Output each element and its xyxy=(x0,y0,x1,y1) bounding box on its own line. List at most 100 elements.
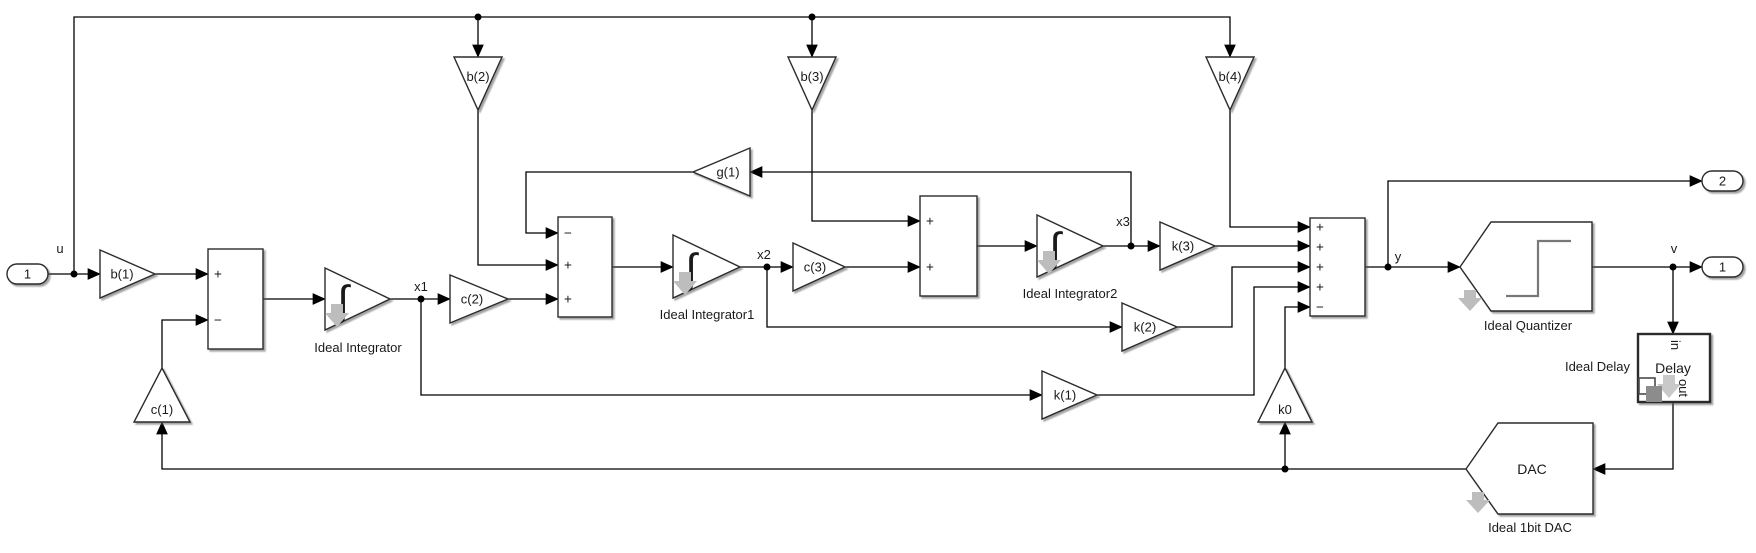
outport-2-number: 2 xyxy=(1719,174,1726,189)
ideal-integrator1[interactable]: ∫ Ideal Integrator1 xyxy=(660,233,755,322)
ideal-integrator2-label: Ideal Integrator2 xyxy=(1023,286,1118,301)
gain-c1[interactable]: c(1) xyxy=(132,366,192,423)
wire-delay-to-dac[interactable] xyxy=(1592,402,1674,475)
sum2-shape[interactable] xyxy=(557,216,613,318)
signal-label-x1: x1 xyxy=(414,279,428,294)
gain-b1[interactable]: b(1) xyxy=(99,248,157,300)
sum3-port2-plus: + xyxy=(926,260,934,275)
gain-b4-shape[interactable] xyxy=(1204,56,1256,112)
ideal-1bit-dac-shape[interactable] xyxy=(1465,422,1594,515)
gain-g1-shape[interactable] xyxy=(691,146,751,198)
gain-b4[interactable]: b(4) xyxy=(1204,56,1256,112)
gain-b2[interactable]: b(2) xyxy=(452,56,504,112)
outport-2-shape[interactable] xyxy=(1701,170,1744,192)
outport-2[interactable]: 2 xyxy=(1701,170,1744,192)
branch-feedback-k0 xyxy=(1281,465,1289,473)
gain-k1[interactable]: k(1) xyxy=(1041,369,1099,421)
final-sum-port5-minus: − xyxy=(1316,300,1324,315)
gain-k2[interactable]: k(2) xyxy=(1121,301,1179,353)
wire-c1-to-sum1[interactable] xyxy=(161,314,209,368)
wire-x1-to-k1[interactable] xyxy=(420,299,1043,401)
wire-dac-feedback-to-c1[interactable] xyxy=(156,421,1466,470)
wire-x3-to-g1[interactable] xyxy=(749,166,1132,246)
gain-c3[interactable]: c(3) xyxy=(792,241,847,293)
ideal-delay-label: Ideal Delay xyxy=(1565,359,1631,374)
gain-k3-shape[interactable] xyxy=(1159,220,1217,272)
gain-b2-label: b(2) xyxy=(466,69,489,84)
branch-b2 xyxy=(474,13,482,21)
gain-c2-shape[interactable] xyxy=(449,273,510,325)
ideal-1bit-dac[interactable]: DAC Ideal 1bit DAC xyxy=(1465,422,1594,535)
wire-k0-to-finalsum[interactable] xyxy=(1284,301,1311,368)
gain-k2-shape[interactable] xyxy=(1121,301,1179,353)
sum2[interactable]: − + + xyxy=(557,216,613,318)
branch-b3 xyxy=(808,13,816,21)
gain-k1-shape[interactable] xyxy=(1041,369,1099,421)
ideal-1bit-dac-label: Ideal 1bit DAC xyxy=(1488,520,1572,535)
ideal-quantizer-shape[interactable] xyxy=(1459,221,1593,312)
gain-c3-label: c(3) xyxy=(804,260,826,275)
wire-x2-to-k2[interactable] xyxy=(766,267,1123,333)
wire-b2-to-sum2[interactable] xyxy=(477,110,559,271)
wire-k1-to-finalsum[interactable] xyxy=(1097,281,1311,396)
branch-x1 xyxy=(417,295,425,303)
gain-k0-shape[interactable] xyxy=(1256,366,1314,423)
gain-b3[interactable]: b(3) xyxy=(786,56,838,112)
final-sum-port4-plus: + xyxy=(1316,280,1324,295)
gain-k2-label: k(2) xyxy=(1134,320,1156,335)
sum3-shape[interactable] xyxy=(919,195,978,297)
sum2-port2-plus: + xyxy=(564,258,572,273)
sum2-port3-plus: + xyxy=(564,292,572,307)
wire-k2-to-finalsum[interactable] xyxy=(1177,261,1311,328)
gain-c3-shape[interactable] xyxy=(792,241,847,293)
signal-wires xyxy=(48,16,1703,475)
branch-u xyxy=(70,270,78,278)
ideal-delay[interactable]: in Delay out Ideal Delay xyxy=(1565,332,1712,404)
gain-b2-shape[interactable] xyxy=(452,56,504,112)
ideal-quantizer[interactable]: Ideal Quantizer xyxy=(1458,221,1593,333)
final-sum-port3-plus: + xyxy=(1316,260,1324,275)
branch-x3 xyxy=(1127,242,1135,250)
wire-u-top-bus-to-b4[interactable] xyxy=(73,16,1236,274)
step-function-icon xyxy=(1506,239,1571,298)
branch-v xyxy=(1669,263,1677,271)
variant-arrow-icon xyxy=(1458,290,1482,311)
gain-b1-label: b(1) xyxy=(110,267,133,282)
inport-1-shape[interactable] xyxy=(6,263,49,285)
ideal-integrator2[interactable]: ∫ Ideal Integrator2 xyxy=(1023,213,1118,301)
inport-1-number: 1 xyxy=(24,267,31,282)
ideal-integrator[interactable]: ∫ Ideal Integrator xyxy=(314,266,402,355)
signal-label-x2: x2 xyxy=(757,247,771,262)
outport-1[interactable]: 1 v xyxy=(1671,241,1744,278)
final-sum-shape[interactable] xyxy=(1309,217,1366,317)
ideal-quantizer-label: Ideal Quantizer xyxy=(1484,318,1573,333)
variant-arrow-icon xyxy=(1037,251,1061,274)
gain-k1-label: k(1) xyxy=(1054,388,1076,403)
gain-c1-label: c(1) xyxy=(151,402,173,417)
sum1[interactable]: + − xyxy=(207,248,264,350)
signal-label-u: u xyxy=(56,241,63,256)
wire-y-to-outport2[interactable] xyxy=(1387,175,1703,267)
sum3[interactable]: + + xyxy=(919,195,978,297)
gain-g1-label: g(1) xyxy=(716,165,739,180)
wire-g1-to-sum2[interactable] xyxy=(525,171,693,239)
gain-k0[interactable]: k0 xyxy=(1256,366,1314,423)
inport-1[interactable]: 1 u xyxy=(6,241,64,285)
variant-arrow-icon xyxy=(673,272,697,295)
final-sum[interactable]: + + + + − xyxy=(1309,217,1366,317)
gain-g1[interactable]: g(1) xyxy=(691,146,751,198)
gain-c2[interactable]: c(2) xyxy=(449,273,510,325)
gain-c1-shape[interactable] xyxy=(132,366,192,423)
wire-b3-to-sum3[interactable] xyxy=(811,110,921,227)
wire-b4-to-finalsum[interactable] xyxy=(1229,110,1311,233)
ideal-integrator1-label: Ideal Integrator1 xyxy=(660,307,755,322)
final-sum-port1-plus: + xyxy=(1316,220,1324,235)
gain-b1-shape[interactable] xyxy=(99,248,157,300)
outport-1-shape[interactable] xyxy=(1701,256,1744,278)
gain-k3[interactable]: k(3) xyxy=(1159,220,1217,272)
gain-b3-shape[interactable] xyxy=(786,56,838,112)
sum1-shape[interactable] xyxy=(207,248,264,350)
gain-k0-label: k0 xyxy=(1278,402,1292,417)
library-badge-icon xyxy=(1646,386,1662,402)
